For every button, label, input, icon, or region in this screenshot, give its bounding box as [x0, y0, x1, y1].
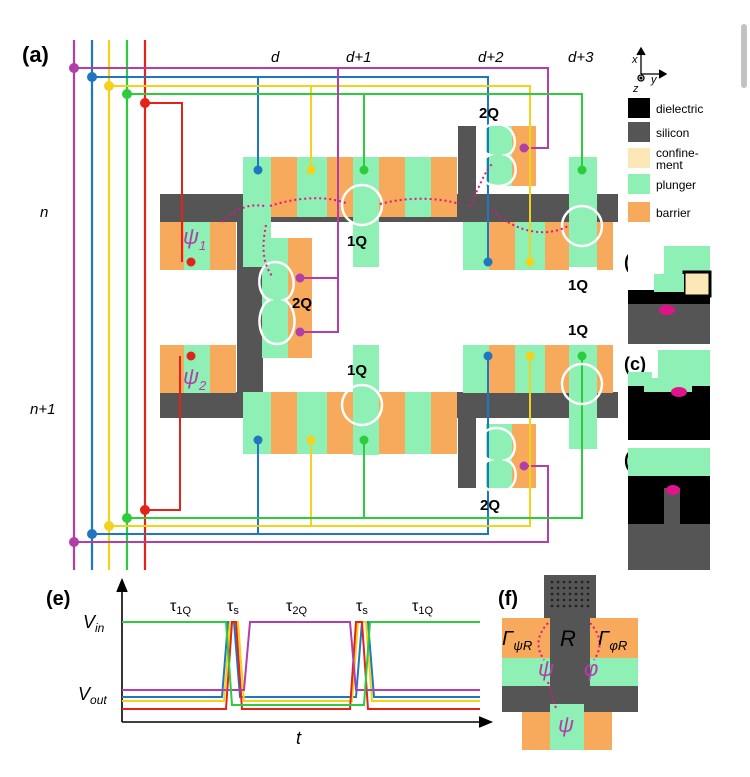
- axes-indicator: [636, 46, 668, 82]
- legend-swatch-barrier: [628, 202, 650, 222]
- pulse-axes: [116, 577, 494, 728]
- vin-label: Vin: [83, 612, 105, 635]
- legend-label-dielectric: dielectric: [656, 102, 703, 116]
- cross-section-b: [628, 246, 712, 344]
- legend-label-confinement-2: ment: [656, 158, 683, 172]
- gate-contacts: [186, 143, 587, 471]
- psi1-label: ψ1: [183, 224, 206, 253]
- legend-swatch-dielectric: [628, 98, 650, 118]
- panel-label-e: (e): [46, 588, 70, 610]
- tau-1q-label-1: τ1Q: [170, 598, 191, 617]
- tau-s-label-2: τs: [356, 598, 368, 617]
- axis-x-label: x: [631, 54, 638, 66]
- cross-section-c: [628, 350, 710, 440]
- reservoir-label: R: [560, 626, 576, 651]
- panel-label-f: (f): [498, 588, 518, 610]
- time-axis-label: t: [296, 728, 302, 748]
- psi-label-f: ψ: [538, 656, 554, 681]
- legend-label-barrier: barrier: [656, 206, 691, 220]
- scrollbar[interactable]: [736, 0, 750, 777]
- panel-label-a: (a): [22, 42, 49, 67]
- tau-1q-label-2: τ1Q: [412, 598, 433, 617]
- qubit-label-2q-bottom-right: 2Q: [480, 497, 500, 514]
- qubit-label-2q-left: 2Q: [292, 295, 312, 312]
- legend: dielectric silicon confine- ment plunger…: [628, 98, 703, 222]
- vout-label: Vout: [78, 684, 107, 707]
- bus-lines: [72, 40, 147, 570]
- pulse-traces: [122, 621, 480, 710]
- axis-y-label: y: [650, 74, 658, 86]
- tau-s-label-1: τs: [227, 598, 239, 617]
- legend-label-plunger: plunger: [656, 178, 696, 192]
- tau-2q-label: τ2Q: [286, 598, 307, 617]
- gate-array-top: [160, 126, 613, 358]
- legend-label-confinement: confine-: [656, 146, 699, 160]
- gate-wiring: [74, 67, 583, 543]
- panel-label-c: (c): [624, 354, 646, 374]
- row-label-n: n: [40, 204, 48, 221]
- row-label-n1: n+1: [30, 401, 55, 418]
- gate-array-bottom: [160, 345, 613, 488]
- gamma-psi-r-label: ΓψR: [502, 628, 532, 653]
- qubit-label-1q-right-top: 1Q: [568, 277, 588, 294]
- legend-swatch-confinement: [628, 148, 650, 168]
- scrollbar-thumb[interactable]: [741, 24, 747, 88]
- qubit-circles: [258, 122, 604, 494]
- bus-nodes: [69, 63, 150, 547]
- qubit-label-1q-right-mid: 1Q: [568, 322, 588, 339]
- gamma-phi-r-label: ΓφR: [598, 628, 627, 653]
- qubit-label-1q-top: 1Q: [347, 233, 367, 250]
- column-label-d2: d+2: [478, 49, 504, 66]
- readout-device-f: [502, 575, 638, 750]
- qubit-label-2q-top-right: 2Q: [479, 105, 499, 122]
- psi-bottom-label-f: ψ: [558, 712, 574, 737]
- legend-label-silicon: silicon: [656, 126, 689, 140]
- column-label-d1: d+1: [346, 49, 371, 66]
- column-label-d3: d+3: [568, 49, 594, 66]
- cross-section-d: [628, 448, 710, 570]
- axis-z-label: z: [632, 83, 639, 95]
- tunnel-arrows-f: [537, 622, 601, 709]
- column-label-d: d: [271, 49, 280, 66]
- shuttle-arrows: [221, 163, 569, 277]
- legend-swatch-silicon: [628, 122, 650, 142]
- psi2-label: ψ2: [183, 364, 207, 393]
- qubit-label-1q-center: 1Q: [347, 362, 367, 379]
- legend-swatch-plunger: [628, 174, 650, 194]
- phi-label-f: φ: [584, 656, 598, 681]
